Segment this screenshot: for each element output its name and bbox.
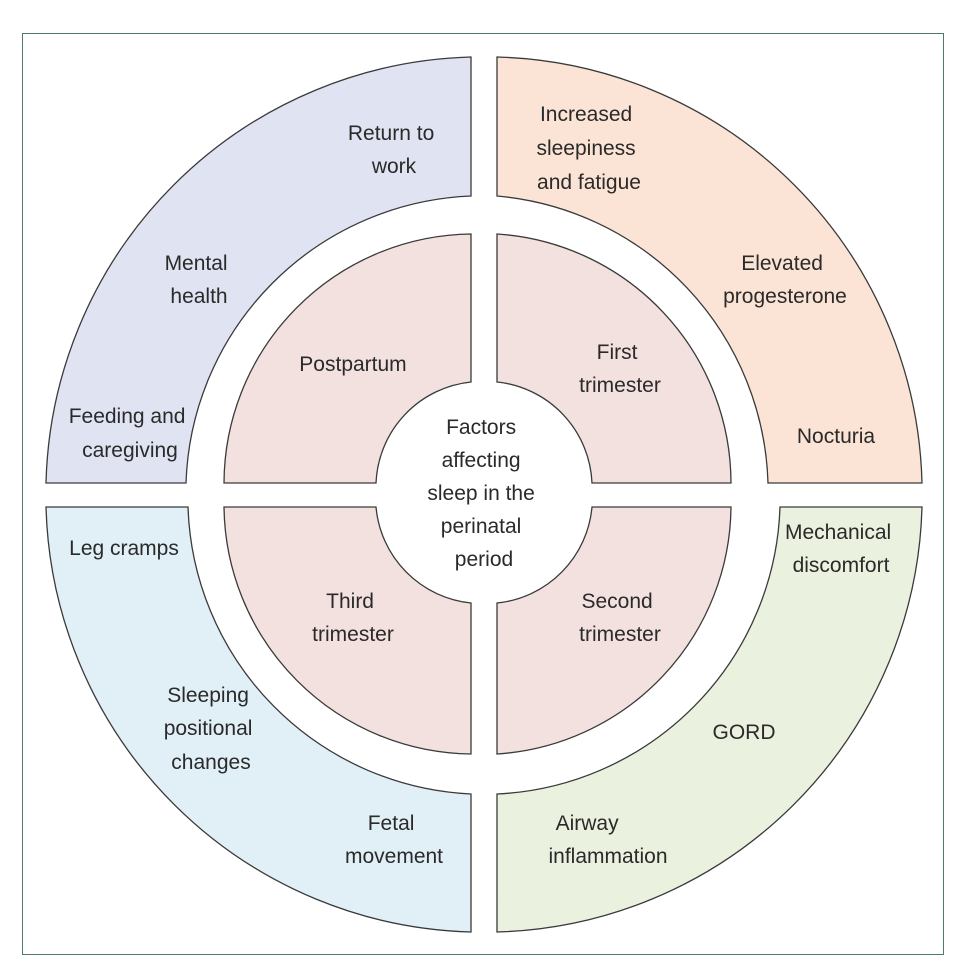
factor-elevated-progesterone: Elevated progesterone — [723, 252, 847, 308]
factor-feeding-and-caregiving: Feeding and caregiving — [69, 405, 192, 462]
inner-label-first-trimester: First trimester — [579, 341, 661, 397]
inner-segment-third-trimester — [223, 506, 472, 755]
inner-segment-first-trimester — [496, 233, 732, 484]
inner-segment-second-trimester — [496, 506, 732, 755]
outer-segment-postpartum — [45, 56, 472, 484]
inner-segment-postpartum — [223, 233, 472, 484]
factor-increased-sleepiness-and-fatigue: Increased sleepiness and fatigue — [536, 103, 641, 194]
outer-segment-second-trimester — [496, 506, 923, 933]
factor-sleeping-positional-changes: Sleeping positional changes — [164, 684, 259, 774]
inner-label-second-trimester: Second trimester — [579, 590, 661, 646]
factor-leg-cramps: Leg cramps — [69, 537, 179, 560]
outer-segment-first-trimester — [496, 56, 923, 484]
factor-nocturia: Nocturia — [797, 425, 876, 448]
factor-gord: GORD — [713, 721, 776, 744]
inner-label-third-trimester: Third trimester — [312, 590, 394, 646]
inner-label-postpartum: Postpartum — [299, 353, 406, 376]
factor-return-to-work: Return to work — [348, 122, 440, 178]
outer-segment-third-trimester — [45, 506, 472, 933]
factor-fetal-movement: Fetal movement — [345, 812, 443, 868]
center-circle — [382, 391, 586, 595]
factor-mechanical-discomfort: Mechanical discomfort — [785, 521, 897, 577]
factor-airway-inflammation: Airway inflammation — [548, 812, 667, 868]
factor-mental-health: Mental health — [165, 252, 234, 308]
center-label: Factors affecting sleep in the perinatal… — [427, 416, 540, 571]
